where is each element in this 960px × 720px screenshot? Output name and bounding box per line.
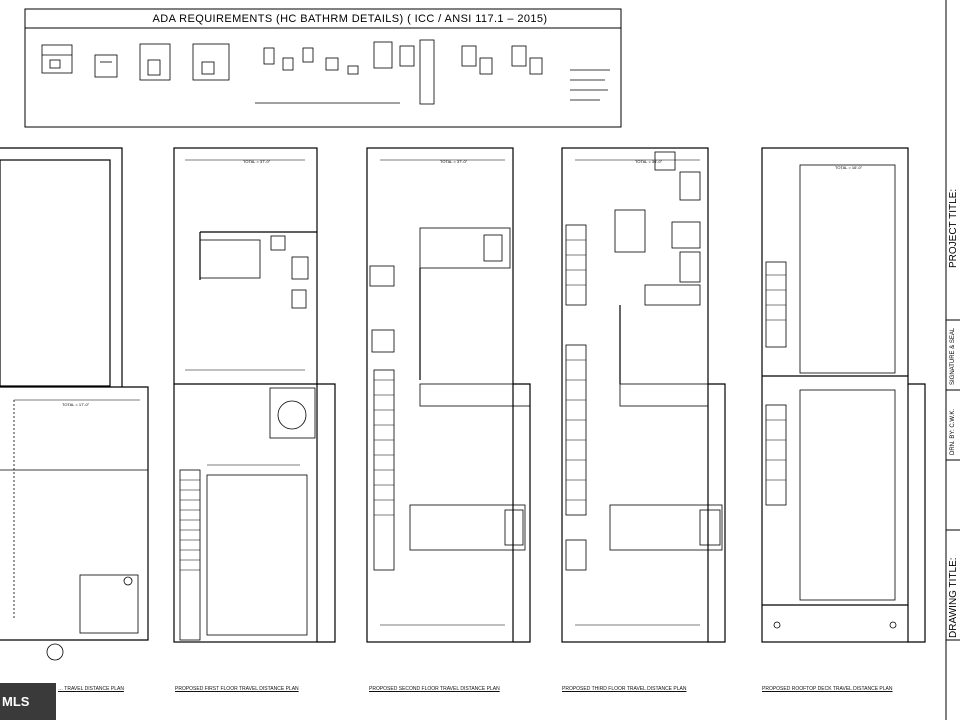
plan-total-label: TOTAL = 36'-0" bbox=[635, 159, 663, 164]
ada-requirements-title: ADA REQUIREMENTS (HC BATHRM DETAILS) ( I… bbox=[152, 13, 548, 25]
caption-basement: … TRAVEL DISTANCE PLAN bbox=[58, 686, 124, 692]
plan-total-label: TOTAL = 37'-0" bbox=[440, 159, 468, 164]
plan-first-floor bbox=[173, 147, 336, 643]
plan-total-label: TOTAL = 37'-0" bbox=[243, 159, 271, 164]
plan-second-floor bbox=[366, 147, 531, 643]
plan-total-label: TOTAL = 17'-0" bbox=[62, 402, 90, 407]
caption-rooftop-deck: PROPOSED ROOFTOP DECK TRAVEL DISTANCE PL… bbox=[762, 686, 893, 692]
drawing-title-label: DRAWING TITLE: bbox=[948, 557, 959, 638]
signature-seal-label: SIGNATURE & SEAL bbox=[950, 327, 956, 385]
caption-second-floor: PROPOSED SECOND FLOOR TRAVEL DISTANCE PL… bbox=[369, 686, 500, 692]
mls-watermark: MLS bbox=[0, 683, 56, 720]
caption-third-floor: PROPOSED THIRD FLOOR TRAVEL DISTANCE PLA… bbox=[562, 686, 687, 692]
drawn-by-label: DRN. BY: C.W.K. bbox=[950, 408, 956, 455]
plan-third-floor bbox=[561, 147, 726, 643]
mls-text: MLS bbox=[2, 694, 30, 709]
plan-rooftop-deck bbox=[761, 147, 926, 643]
plan-basement bbox=[0, 147, 149, 661]
title-block bbox=[945, 0, 960, 720]
ada-requirements-panel bbox=[24, 8, 622, 128]
caption-first-floor: PROPOSED FIRST FLOOR TRAVEL DISTANCE PLA… bbox=[175, 686, 299, 692]
plan-total-label: TOTAL = 16'-0" bbox=[835, 165, 863, 170]
project-title-label: PROJECT TITLE: bbox=[948, 188, 959, 268]
